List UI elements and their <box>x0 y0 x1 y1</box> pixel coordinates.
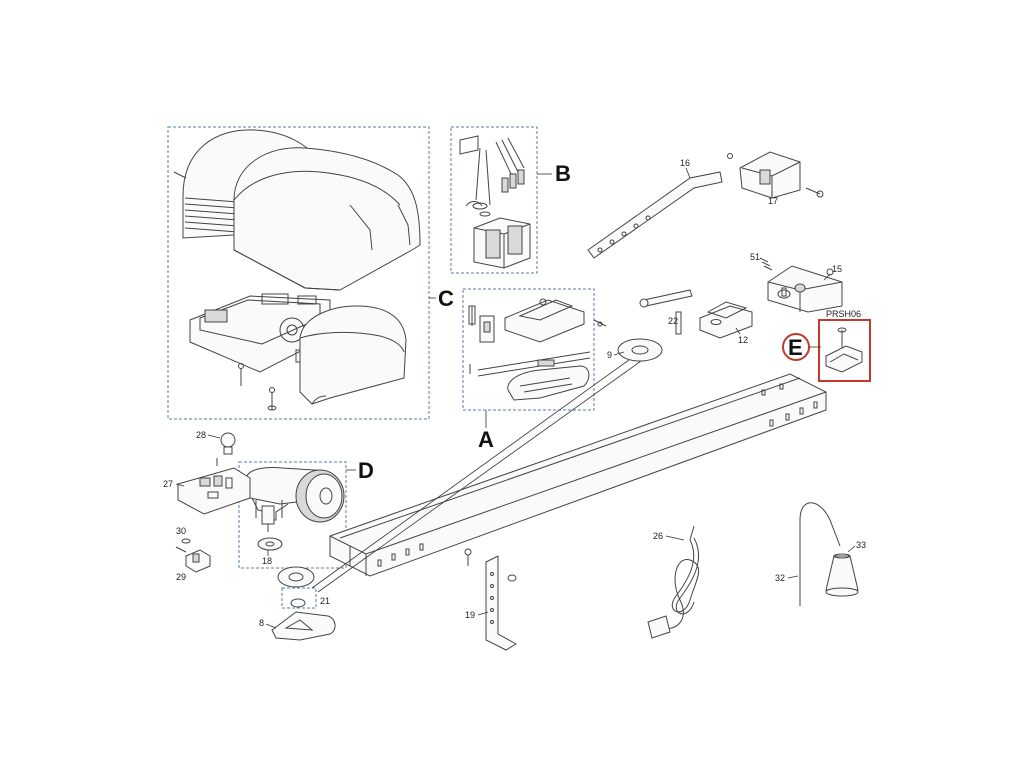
part-number-27: 27 <box>163 479 173 489</box>
wall-bracket <box>759 257 843 313</box>
part-number-17: 17 <box>768 196 778 206</box>
label-group-d: D <box>358 458 374 483</box>
part-number-26: 26 <box>653 531 663 541</box>
part-number-15: 15 <box>832 264 842 274</box>
part-code-label: PRSH06 <box>826 309 861 319</box>
group-d-gearmotor-assembly <box>238 461 347 609</box>
base-plate <box>271 611 336 641</box>
part-number-28: 28 <box>196 430 206 440</box>
part-number-51: 51 <box>750 252 760 262</box>
callouts: B C A D E PRSH06 <box>346 161 861 483</box>
part-number-33: 33 <box>856 540 866 550</box>
group-b-frame <box>450 126 538 274</box>
front-bracket <box>639 289 753 339</box>
group-c-cover-assembly <box>167 126 430 420</box>
rail <box>311 351 827 593</box>
label-group-e: E <box>788 335 803 360</box>
door-arm <box>587 151 824 259</box>
control-board <box>177 467 251 515</box>
part-number-30: 30 <box>176 526 186 536</box>
power-cable <box>647 525 700 639</box>
release-rope <box>799 502 859 606</box>
label-group-a: A <box>478 427 494 452</box>
part-number-21: 21 <box>320 596 330 606</box>
group-d-subframe <box>281 587 317 609</box>
part-number-32: 32 <box>775 573 785 583</box>
group-e-pulley-shoe <box>818 319 871 382</box>
hanger-bracket <box>464 548 517 651</box>
part-numbers: 16 17 51 15 22 12 9 28 27 30 29 18 21 8 … <box>163 158 866 629</box>
group-a-frame <box>462 288 595 411</box>
bulb <box>216 432 236 466</box>
label-group-b: B <box>555 161 571 186</box>
group-b-transformer-assembly <box>450 126 538 274</box>
part-number-29: 29 <box>176 572 186 582</box>
group-e-highlight-box <box>818 319 871 382</box>
part-number-12: 12 <box>738 335 748 345</box>
group-a-trolley-assembly <box>462 288 607 411</box>
label-group-c: C <box>438 286 454 311</box>
terminal-block <box>175 538 211 573</box>
part-number-9: 9 <box>607 350 612 360</box>
part-number-18: 18 <box>262 556 272 566</box>
group-c-frame <box>167 126 430 420</box>
sprocket <box>617 338 663 362</box>
part-number-19: 19 <box>465 610 475 620</box>
part-number-8: 8 <box>259 618 264 628</box>
part-number-22: 22 <box>668 316 678 326</box>
part-number-16: 16 <box>680 158 690 168</box>
